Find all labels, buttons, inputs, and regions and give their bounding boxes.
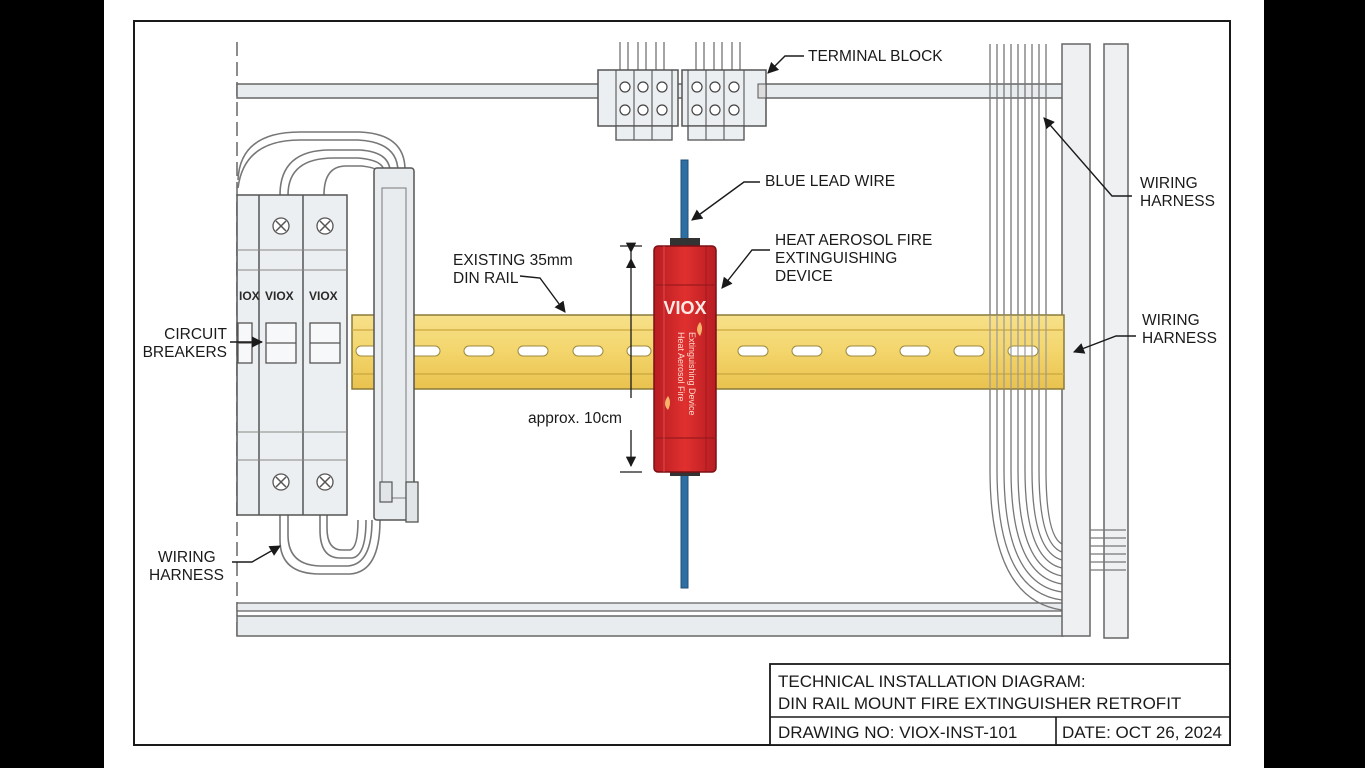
circuit-breakers: IOX VIOX VIOX bbox=[236, 194, 348, 516]
drawing-number: DRAWING NO: VIOX-INST-101 bbox=[778, 723, 1017, 742]
dimension-label: approx. 10cm bbox=[528, 410, 622, 427]
breaker-brand-1: VIOX bbox=[265, 289, 294, 303]
label-harness-top-line-2: HARNESS bbox=[1140, 193, 1215, 210]
label-harness-left-line-1: WIRING bbox=[158, 549, 216, 566]
title-line-1: TECHNICAL INSTALLATION DIAGRAM: bbox=[778, 672, 1086, 691]
flame-icon bbox=[697, 322, 702, 336]
device-brand: VIOX bbox=[663, 298, 706, 318]
breaker-brand-partial: IOX bbox=[239, 289, 260, 303]
drawing-date: DATE: OCT 26, 2024 bbox=[1062, 723, 1222, 742]
dimension-line bbox=[620, 242, 642, 473]
leader-lines bbox=[230, 55, 1136, 563]
label-circuit-line-1: CIRCUIT bbox=[164, 326, 227, 343]
harness-over-rail bbox=[989, 315, 1047, 389]
label-device-line-1: HEAT AEROSOL FIRE bbox=[775, 232, 932, 249]
label-rail-line-2: DIN RAIL bbox=[453, 270, 519, 287]
label-terminal-block: TERMINAL BLOCK bbox=[808, 48, 943, 65]
label-harness-mid-line-2: HARNESS bbox=[1142, 330, 1217, 347]
breaker-wires bbox=[237, 131, 406, 575]
drawing-frame bbox=[133, 20, 1231, 746]
device-side-text-2: Extinguishing Device bbox=[687, 332, 697, 416]
cable-clamp-strip bbox=[373, 167, 419, 523]
label-device-line-3: DEVICE bbox=[775, 268, 833, 285]
breaker-brand-2: VIOX bbox=[309, 289, 338, 303]
label-harness-left-line-2: HARNESS bbox=[149, 567, 224, 584]
label-device-line-2: EXTINGUISHING bbox=[775, 250, 897, 267]
fire-extinguishing-device: VIOX Heat Aerosol Fire Extinguishing Dev… bbox=[653, 238, 717, 476]
label-circuit-line-2: BREAKERS bbox=[143, 344, 227, 361]
right-wiring-harness bbox=[989, 43, 1129, 639]
flame-icon bbox=[665, 396, 670, 410]
label-rail-line-1: EXISTING 35mm bbox=[453, 252, 573, 269]
device-side-text-1: Heat Aerosol Fire bbox=[676, 332, 686, 402]
label-blue-lead-wire: BLUE LEAD WIRE bbox=[765, 173, 895, 190]
label-harness-mid-line-1: WIRING bbox=[1142, 312, 1200, 329]
terminal-block bbox=[597, 42, 767, 141]
label-harness-top-line-1: WIRING bbox=[1140, 175, 1198, 192]
title-block: TECHNICAL INSTALLATION DIAGRAM: DIN RAIL… bbox=[769, 663, 1231, 746]
title-line-2: DIN RAIL MOUNT FIRE EXTINGUISHER RETROFI… bbox=[778, 694, 1181, 713]
bottom-wiring-duct bbox=[236, 602, 1066, 637]
